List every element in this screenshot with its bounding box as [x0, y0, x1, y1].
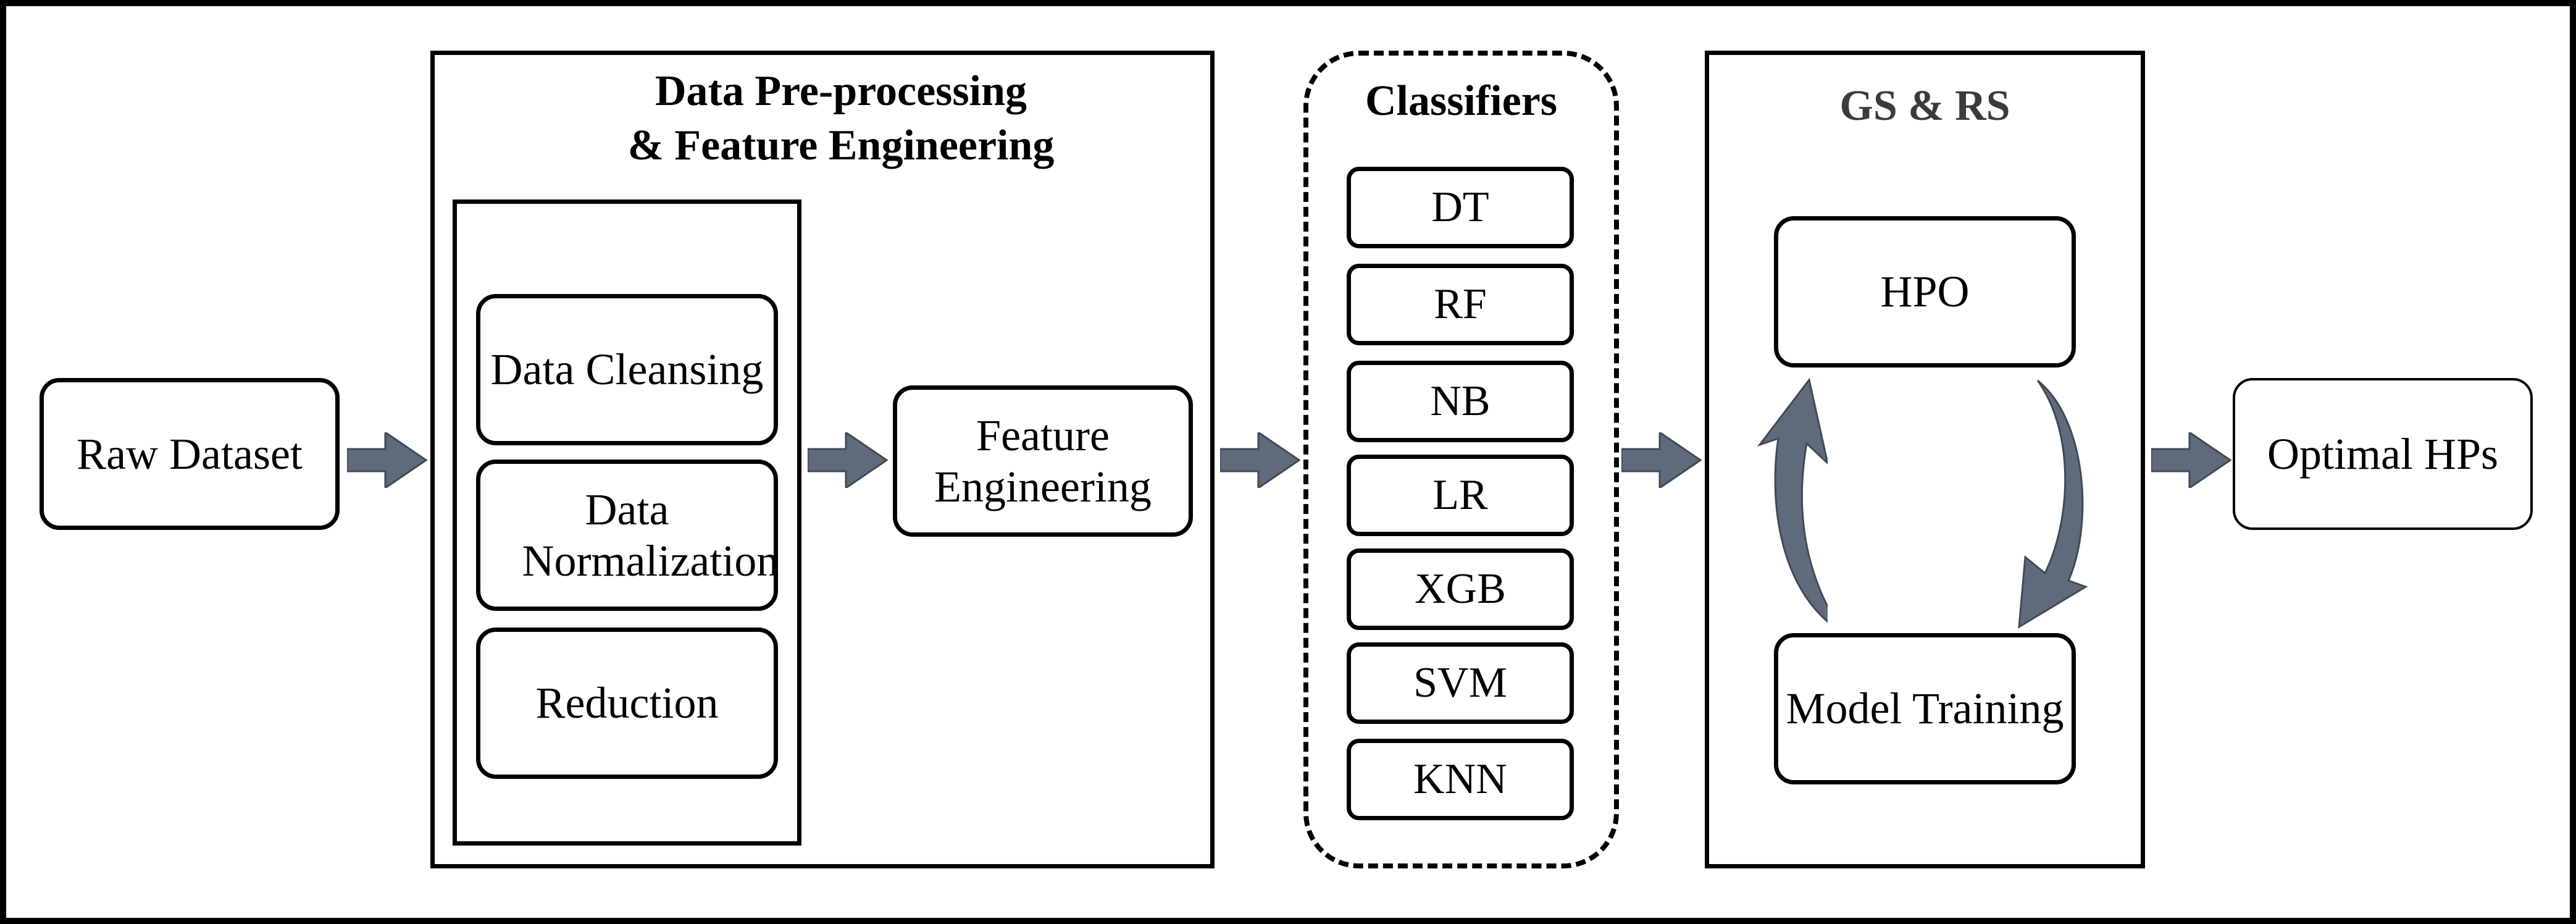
- preprocessing-title: Data Pre-processing & Feature Engineerin…: [430, 64, 1252, 172]
- classifiers-container: [1303, 51, 1619, 868]
- reduction-box: Reduction: [476, 628, 778, 779]
- classifier-svm: SVM: [1347, 642, 1574, 724]
- loop-arrow-up: [1757, 377, 1828, 623]
- hpo-label: HPO: [1880, 267, 1970, 317]
- flow-arrow-2: [808, 432, 888, 488]
- hpo-box: HPO: [1774, 216, 2076, 368]
- model-training-label: Model Training: [1786, 684, 2064, 734]
- feature-engineering-label: Feature Engineering: [934, 410, 1152, 511]
- classifier-rf: RF: [1347, 264, 1574, 345]
- optimal-hps-label: Optimal HPs: [2267, 429, 2499, 479]
- data-cleansing-box: Data Cleansing: [476, 294, 778, 445]
- flow-arrow-3: [1220, 432, 1300, 488]
- optimal-hps-box: Optimal HPs: [2233, 378, 2533, 530]
- preprocessing-title-line1: Data Pre-processing: [654, 67, 1027, 115]
- data-normalization-box: Data Normalization: [476, 460, 779, 611]
- classifier-label: LR: [1432, 471, 1488, 519]
- feature-engineering-box: Feature Engineering: [893, 385, 1193, 537]
- classifier-label: KNN: [1413, 755, 1507, 803]
- data-cleansing-label: Data Cleansing: [490, 345, 764, 395]
- classifier-label: XGB: [1415, 565, 1506, 613]
- classifier-label: RF: [1434, 280, 1487, 328]
- classifier-lr: LR: [1347, 455, 1574, 536]
- reduction-label: Reduction: [535, 678, 719, 728]
- classifier-nb: NB: [1347, 361, 1574, 442]
- flow-arrow-4: [1621, 432, 1702, 488]
- preprocessing-title-line2: & Feature Engineering: [627, 121, 1055, 169]
- optimization-title: GS & RS: [1839, 82, 2010, 130]
- loop-arrow-down: [2018, 379, 2088, 629]
- data-normalization-label: Data Normalization: [522, 484, 779, 586]
- classifier-label: SVM: [1413, 659, 1507, 707]
- classifiers-title: Classifiers: [1365, 77, 1558, 125]
- classifier-xgb: XGB: [1347, 548, 1574, 630]
- flow-arrow-1: [347, 432, 427, 488]
- classifier-label: DT: [1431, 183, 1489, 231]
- classifier-knn: KNN: [1347, 739, 1574, 820]
- classifier-label: NB: [1430, 377, 1491, 425]
- flow-arrow-5: [2151, 432, 2231, 488]
- raw-dataset-label: Raw Dataset: [77, 429, 303, 479]
- raw-dataset-box: Raw Dataset: [40, 378, 340, 530]
- classifier-dt: DT: [1347, 167, 1574, 248]
- model-training-box: Model Training: [1774, 633, 2076, 784]
